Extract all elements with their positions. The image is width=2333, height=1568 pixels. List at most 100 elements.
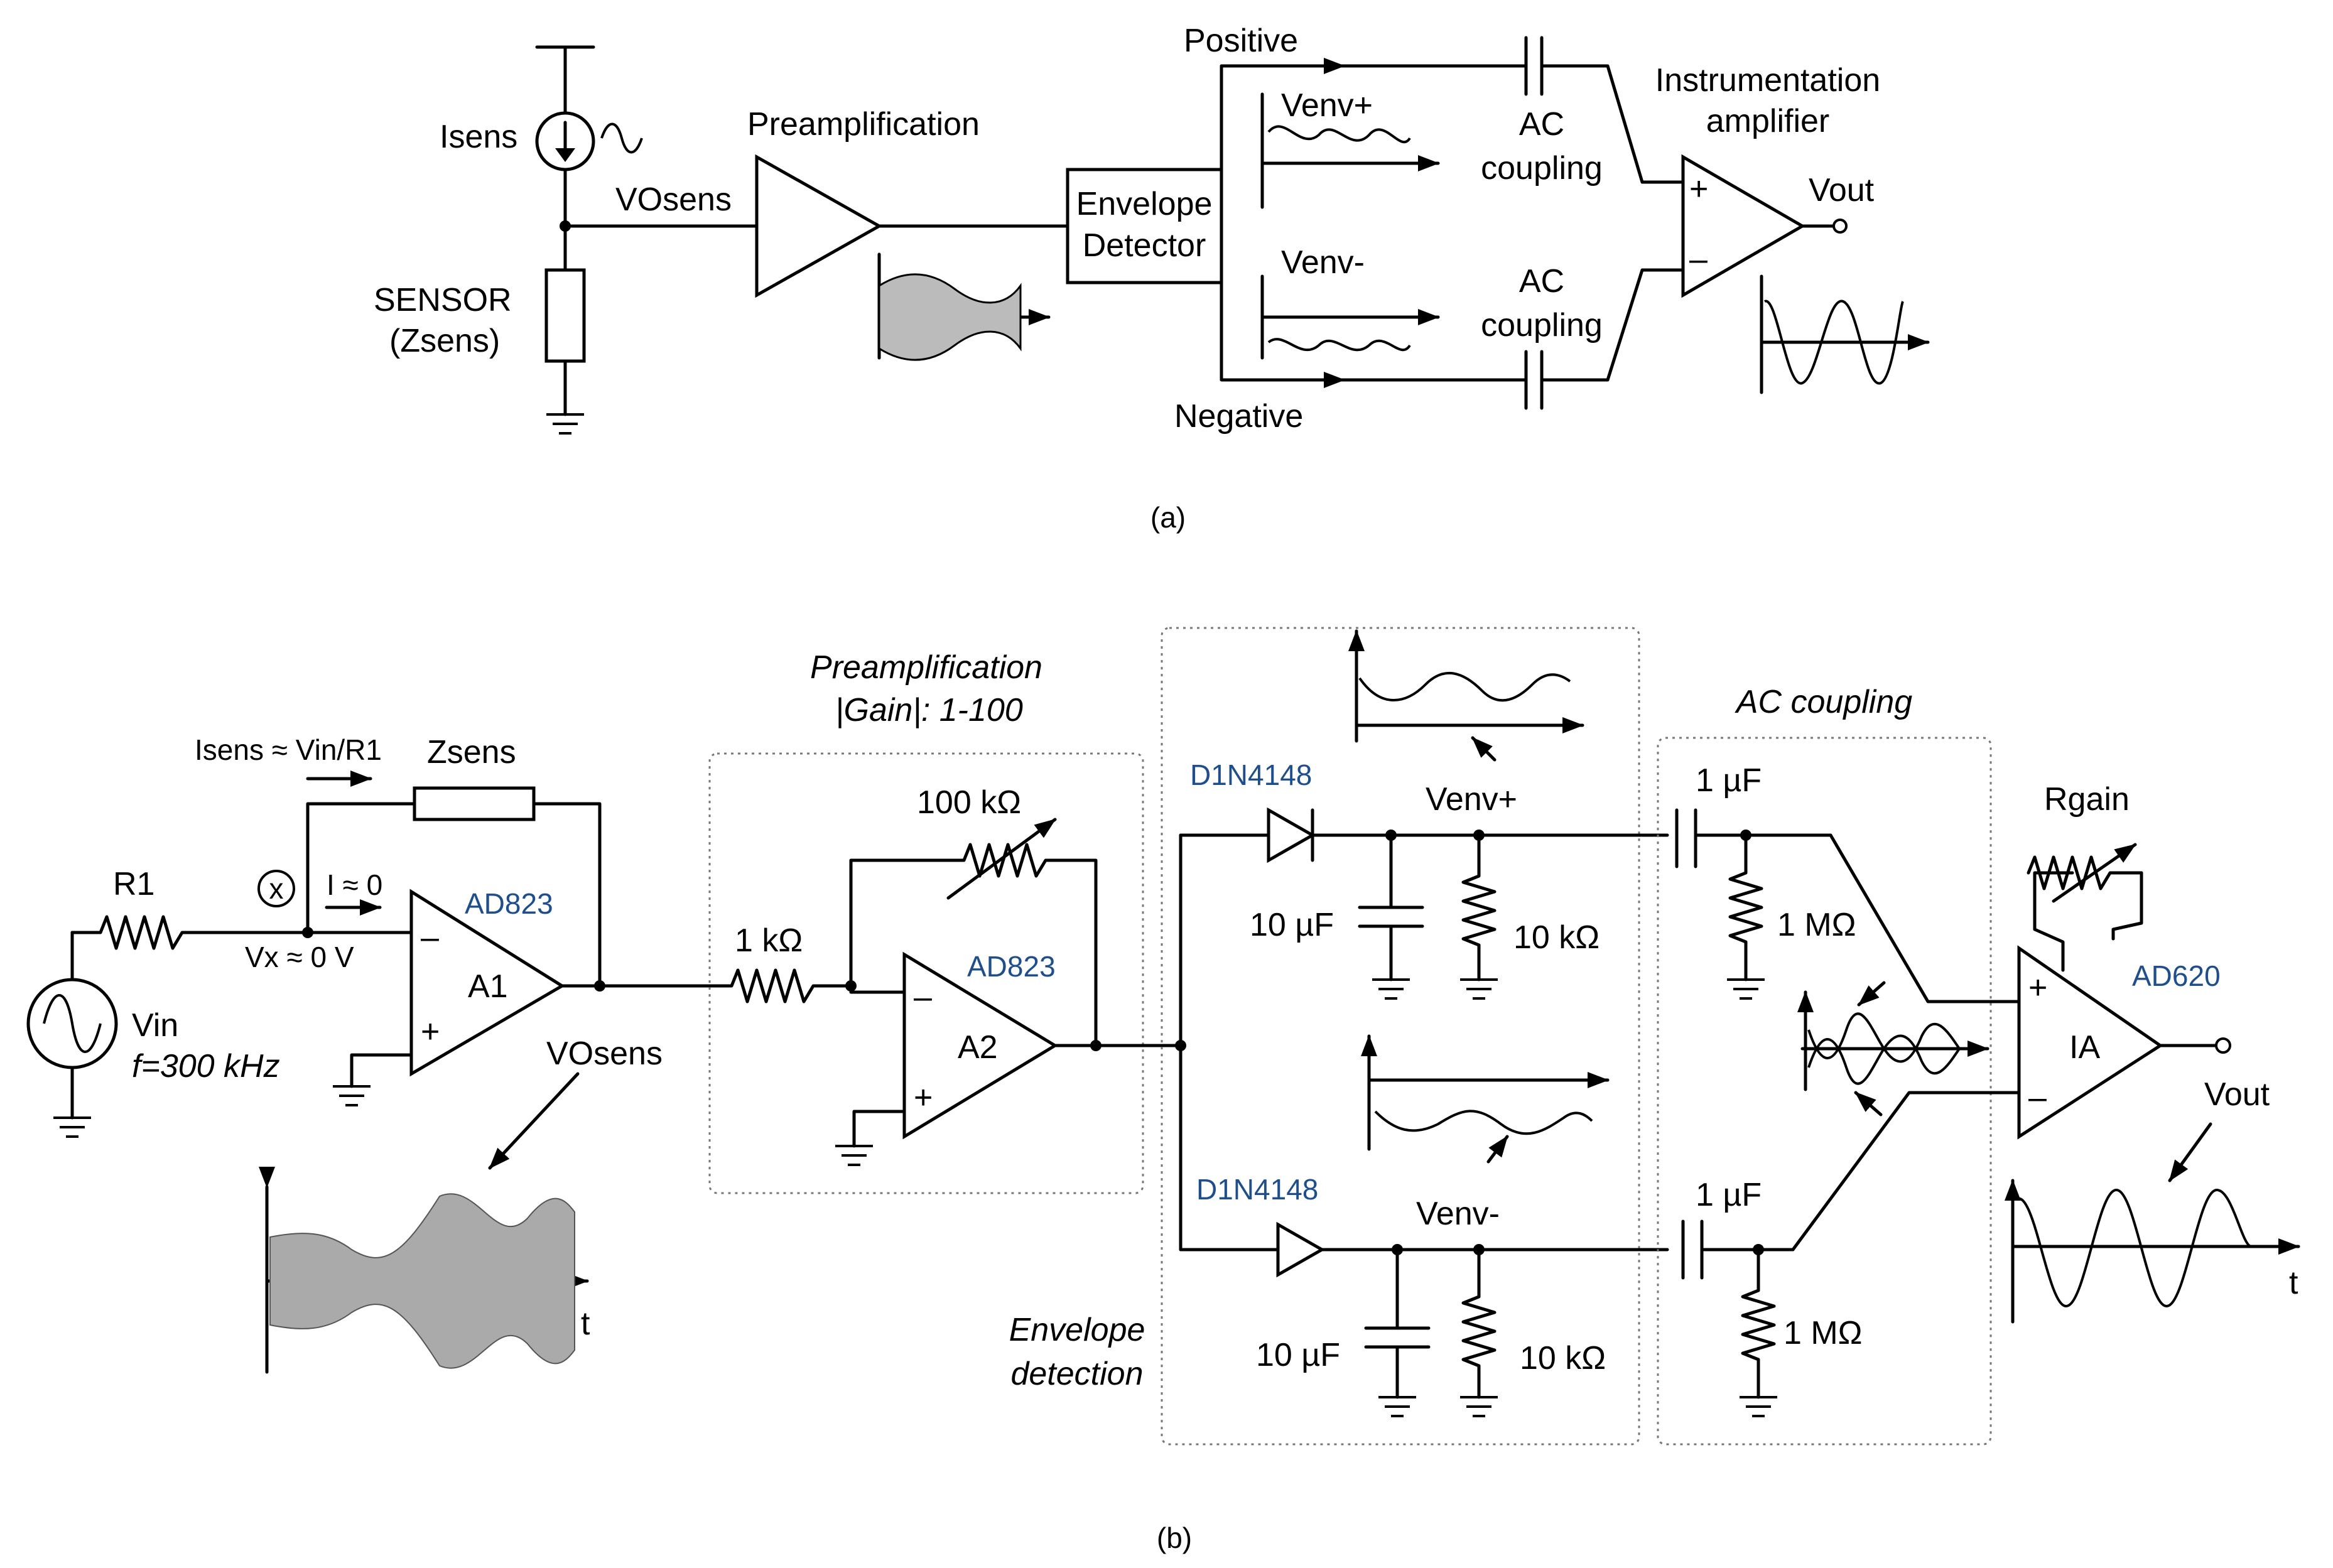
vout-label-a: Vout [1809,172,1875,208]
ia-label-1: Instrumentation [1655,62,1880,99]
envelope-group-box [1161,627,1640,1446]
sensor-resistor [544,268,586,435]
ac-coupling-group-box [1657,737,1992,1446]
preamp-label: Preamplification [747,106,980,143]
ac-label-3: AC [1519,263,1564,300]
c1u-bottom-label: 1 µF [1696,1177,1762,1213]
cap-10u-top [1358,833,1424,1000]
cap-10u-bottom [1364,1248,1431,1417]
rgain-label: Rgain [2044,781,2130,818]
r10k-bottom-label: 10 kΩ [1520,1340,1606,1376]
venv-plus-label-a: Venv+ [1281,87,1373,124]
ac-label-1: AC [1519,106,1564,143]
gain-label: |Gain|: 1-100 [835,692,1023,728]
ac-coupled-waveforms [1797,981,1989,1117]
i0-label: I ≈ 0 [327,868,382,901]
ad823-label-1: AD823 [465,887,553,920]
isens-eq-label: Isens ≈ Vin/R1 [195,733,382,766]
c10u-bottom-label: 10 µF [1256,1337,1340,1373]
vin-source [26,931,118,1138]
caption-b: (b) [1157,1522,1192,1554]
r1k-resistor [727,968,853,1003]
vout-waveform-b [2005,1179,2300,1324]
preamp-title: Preamplification [810,649,1042,686]
env-det-label-1: Envelope [1009,1312,1145,1348]
ac-label-2: coupling [1481,150,1603,187]
t-label-2: t [2289,1265,2298,1301]
diagram-a: Isens SENSOR (Zsens) VOsens Preamplifica… [374,23,1930,534]
venv-minus-waveform-a [1260,274,1440,360]
isens-source [535,45,643,272]
venv-plus-waveform-a [1260,92,1440,209]
a2-opamp [902,951,1058,1140]
ia-plus-a: + [1689,171,1708,207]
c10u-top-label: 10 µF [1250,907,1334,943]
diode-top [1267,807,1316,863]
ac-cap-top-a [1524,36,1685,184]
r1-resistor [70,915,310,950]
diagram-b: Vin f=300 kHz R1 x Zsens Isens ≈ Vin/R1 … [26,627,2300,1554]
ad823-label-2: AD823 [967,950,1056,983]
ia-plus-b: + [2028,970,2047,1006]
env-det-label-2: detection [1010,1356,1143,1392]
ia-minus-a: – [1689,241,1708,278]
a2-minus: – [914,979,932,1015]
diode-top-label: D1N4148 [1190,759,1312,791]
ia-triangle-a [1681,154,1805,298]
r10k-bottom [1460,1248,1498,1417]
diode-bottom [1276,1221,1326,1278]
negative-label: Negative [1174,398,1303,435]
node-x-marker [257,870,295,907]
r10k-top [1460,833,1498,1000]
vout-waveform-a [1760,274,1930,394]
ac-coupling-title: AC coupling [1735,684,1912,720]
vx-label: Vx ≈ 0 V [245,941,354,973]
cap-1u-top [1675,808,1832,868]
ac-label-4: coupling [1481,307,1603,343]
a2-plus: + [914,1079,933,1116]
diode-bottom-label: D1N4148 [1196,1173,1318,1206]
venv-minus-waveform-b [1361,1034,1610,1164]
ia-minus-b: – [2028,1079,2047,1116]
caption-a: (a) [1150,501,1186,534]
vosens-label-b: VOsens [546,1035,663,1072]
a1-label: A1 [468,968,508,1005]
cap-1u-bottom [1681,1219,1795,1280]
venv-plus-waveform-b [1348,629,1584,762]
r1m-bottom-label: 1 MΩ [1784,1315,1863,1351]
ac-cap-bottom-a [1524,268,1685,410]
x-mark-label: x [269,872,284,905]
c1u-top-label: 1 µF [1696,762,1762,799]
ia-amplifier [2017,945,2163,1140]
positive-label: Positive [1184,23,1298,59]
r100k-resistor [849,843,1098,1047]
a2-label: A2 [958,1029,998,1066]
a1-minus: – [421,919,439,956]
vout-label-b: Vout [2204,1076,2270,1113]
envelope-label-1: Envelope [1076,186,1213,222]
sensor-label-1: SENSOR [374,282,512,318]
r1-label: R1 [113,866,154,902]
vosens-waveform-b [259,1167,589,1374]
venv-plus-label-b: Venv+ [1426,781,1517,818]
ad620-label: AD620 [2132,960,2221,992]
vin-label: Vin [132,1007,178,1044]
r100k-label: 100 kΩ [917,784,1021,821]
ia-label-2: amplifier [1706,103,1830,139]
r1m-top [1727,833,1765,1000]
t-label-1: t [581,1306,590,1342]
venv-minus-label-a: Venv- [1281,244,1365,281]
a1-plus: + [421,1014,440,1050]
a1-opamp [409,889,565,1077]
sensor-label-2: (Zsens) [389,323,500,359]
preamp-triangle [755,154,883,298]
r1m-bottom [1740,1248,1777,1417]
zsens-label: Zsens [427,734,516,770]
r10k-top-label: 10 kΩ [1513,919,1600,956]
preamp-group-box [708,752,1144,1194]
isens-label: Isens [440,119,517,155]
preamp-waveform [877,252,1051,361]
zsens-element [413,786,536,821]
